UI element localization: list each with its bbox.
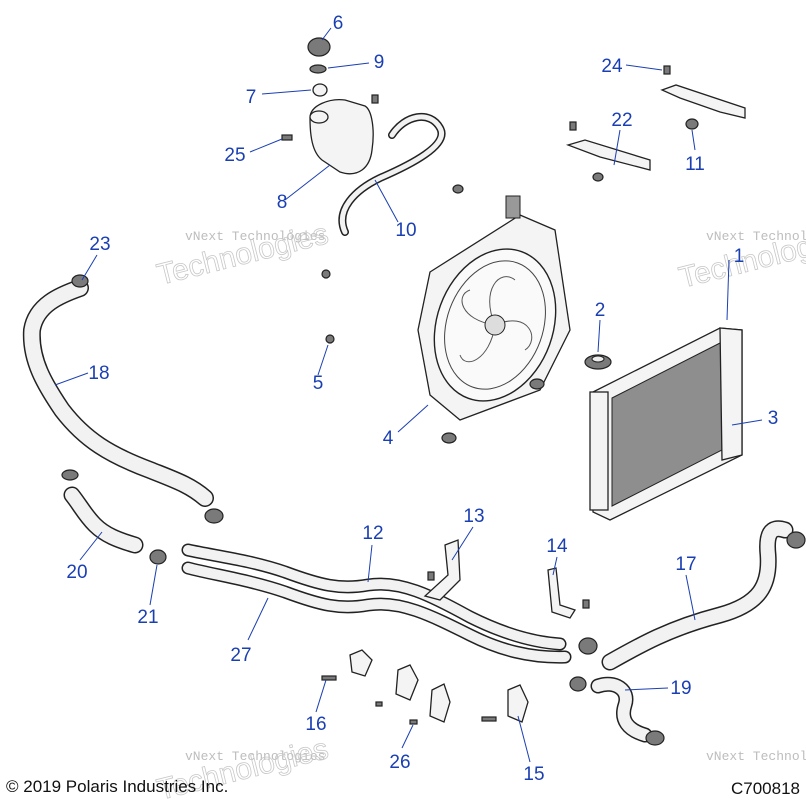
callout-1: 1 bbox=[734, 246, 745, 267]
watermark-small-4: vNext Technologies bbox=[706, 749, 806, 764]
hose-18 bbox=[22, 279, 214, 507]
gasket-9 bbox=[309, 64, 327, 74]
callout-4: 4 bbox=[383, 428, 394, 449]
callout-20: 20 bbox=[66, 562, 87, 583]
callout-22: 22 bbox=[611, 110, 632, 131]
nut-11 bbox=[685, 118, 699, 130]
watermark-small-2: vNext Technologies bbox=[706, 229, 806, 244]
callout-14: 14 bbox=[546, 536, 568, 557]
callout-6: 6 bbox=[333, 13, 344, 34]
overflow-hose-10 bbox=[338, 112, 446, 236]
callout-8: 8 bbox=[277, 192, 288, 213]
bolt-top bbox=[371, 94, 379, 104]
callout-26: 26 bbox=[389, 752, 410, 773]
clamp-19-end bbox=[569, 676, 587, 692]
clamp-23 bbox=[71, 274, 89, 288]
clamp-12-end bbox=[578, 637, 598, 655]
callout-3: 3 bbox=[768, 408, 779, 429]
callout-16: 16 bbox=[305, 714, 326, 735]
bracket-22 bbox=[565, 121, 651, 182]
diagram-code: C700818 bbox=[731, 779, 800, 798]
clamp-17-end bbox=[786, 531, 806, 549]
hose-19 bbox=[590, 676, 653, 743]
callout-2: 2 bbox=[595, 300, 606, 321]
callout-21: 21 bbox=[137, 607, 158, 628]
hose-17 bbox=[601, 520, 794, 671]
hose-20 bbox=[63, 486, 144, 554]
leader-lines bbox=[54, 27, 763, 763]
watermark-small-1: vNext Technologies bbox=[185, 229, 325, 244]
screw-25 bbox=[281, 134, 293, 141]
callout-23: 23 bbox=[89, 234, 110, 255]
callout-labels: 1 2 3 4 5 6 7 8 9 10 11 12 13 14 15 16 1… bbox=[66, 13, 778, 785]
callout-17: 17 bbox=[675, 554, 696, 575]
clamp-group bbox=[61, 274, 806, 746]
clamp-18-end bbox=[204, 508, 224, 524]
bracket-13 bbox=[423, 539, 461, 601]
radiator bbox=[589, 327, 743, 521]
tube-clamps bbox=[321, 269, 529, 725]
tube-27 bbox=[181, 561, 572, 664]
radiator-cap-2 bbox=[584, 354, 612, 370]
callout-15: 15 bbox=[523, 764, 544, 785]
bracket-24 bbox=[660, 65, 746, 130]
callout-25: 25 bbox=[224, 145, 245, 166]
callout-12: 12 bbox=[362, 523, 383, 544]
clamp-21 bbox=[149, 549, 167, 565]
screw-26 bbox=[409, 719, 418, 725]
screw-16 bbox=[321, 675, 337, 681]
fan-shroud bbox=[417, 184, 571, 444]
callout-27: 27 bbox=[230, 645, 251, 666]
callout-7: 7 bbox=[246, 87, 257, 108]
callout-13: 13 bbox=[463, 506, 484, 527]
coolant-bottle bbox=[309, 99, 374, 175]
cap-6 bbox=[307, 37, 331, 57]
bracket-14 bbox=[547, 567, 590, 619]
callout-5: 5 bbox=[313, 373, 324, 394]
clamp-20-top bbox=[61, 469, 79, 481]
tube-12 bbox=[181, 543, 567, 651]
callout-24: 24 bbox=[601, 56, 623, 77]
callout-11: 11 bbox=[685, 154, 705, 175]
copyright-text: © 2019 Polaris Industries Inc. bbox=[6, 777, 228, 796]
cap-7 bbox=[312, 83, 328, 97]
grommet-5 bbox=[325, 334, 335, 344]
clamp-19-lower bbox=[645, 730, 665, 746]
callout-10: 10 bbox=[395, 220, 416, 241]
callout-9: 9 bbox=[374, 52, 385, 73]
callout-18: 18 bbox=[88, 363, 109, 384]
callout-19: 19 bbox=[670, 678, 691, 699]
watermark-small-3: vNext Technologies bbox=[185, 749, 325, 764]
